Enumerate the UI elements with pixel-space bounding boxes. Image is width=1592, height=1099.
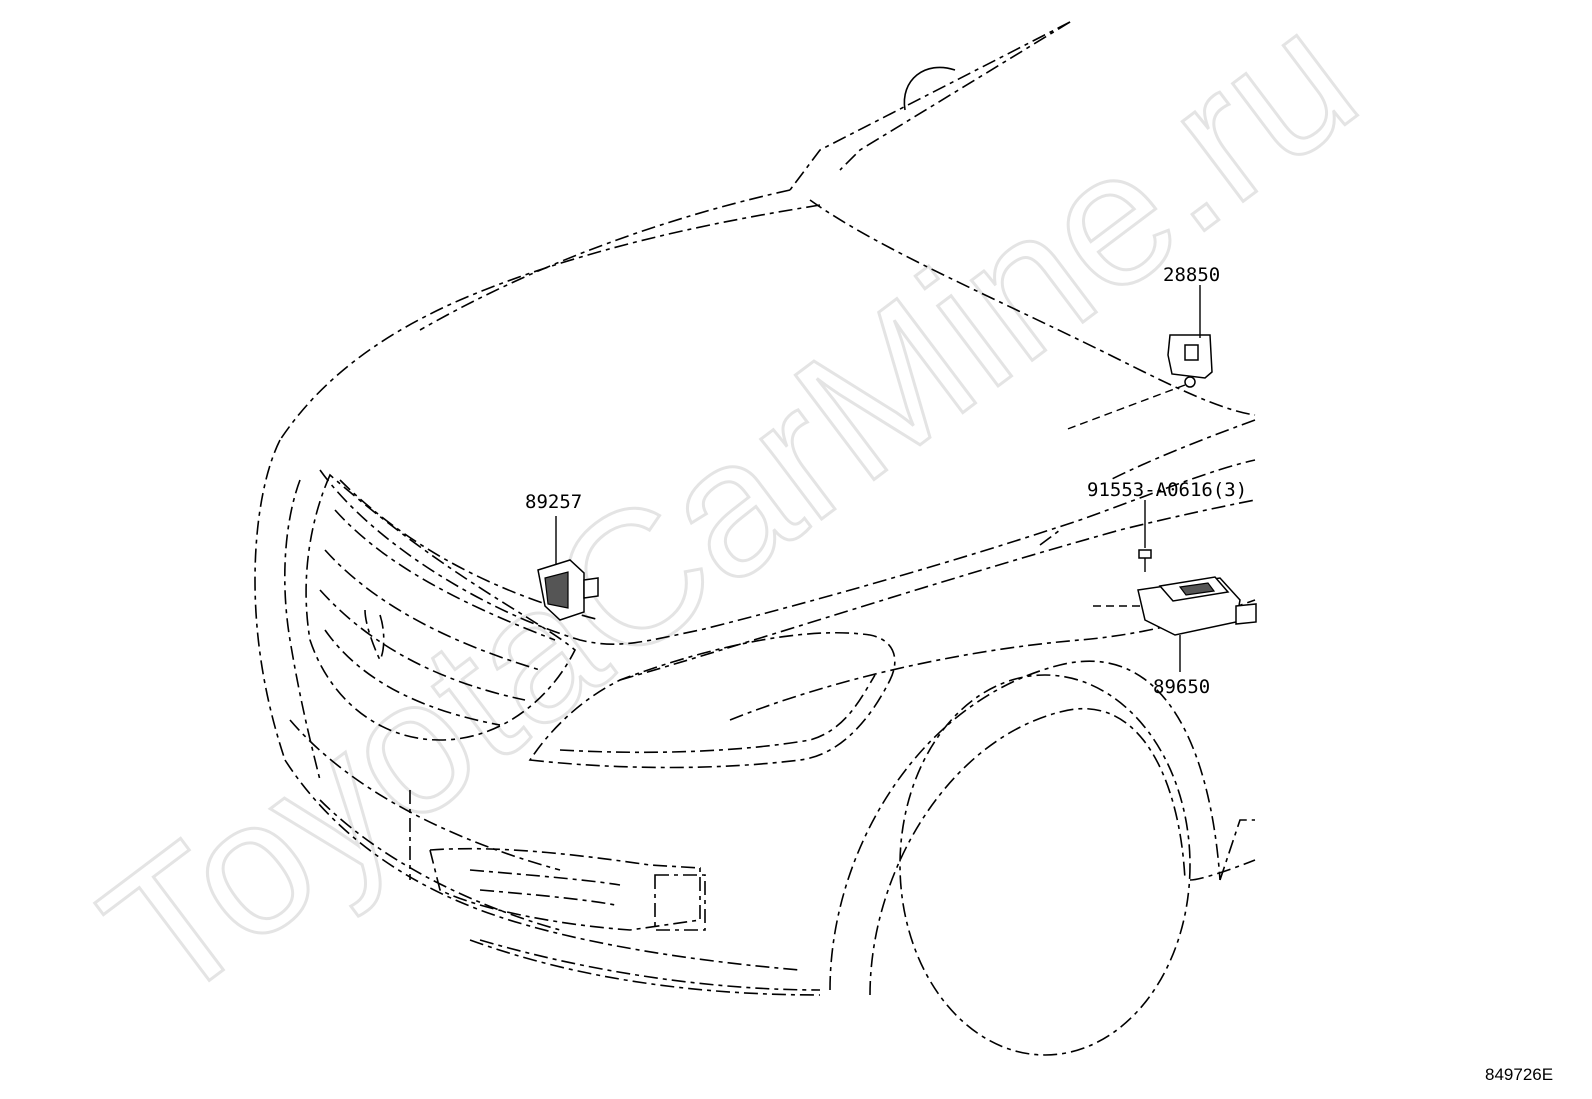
side-mirror-line <box>1039 529 1061 546</box>
mirror-bump <box>903 66 956 111</box>
fender-line <box>619 499 1256 681</box>
grille-emblem <box>364 609 385 661</box>
part-89650-connector <box>1235 603 1257 625</box>
wheel-arch-outer <box>829 660 1221 991</box>
callout-91553: 91553-A0616(3) <box>1087 479 1247 501</box>
part-91553-bolt[interactable]: 91553-A0616(3) <box>1087 479 1247 572</box>
watermark-text: ToyotaCarMine.ru <box>67 0 1392 1043</box>
part-28850-phantom <box>1064 384 1186 431</box>
fog-lamp-slot-2 <box>479 889 616 906</box>
fog-lamp-slot-1 <box>469 869 621 886</box>
tire <box>899 674 1191 1056</box>
hood-front-edge <box>319 459 1256 645</box>
part-89650[interactable]: 89650 <box>1090 576 1257 698</box>
a-pillar <box>839 21 1071 171</box>
part-89650-label <box>1178 582 1216 596</box>
fender-lip <box>1109 419 1256 481</box>
side-panel-line <box>1189 859 1256 881</box>
bumper-top <box>284 759 801 971</box>
callout-28850: 28850 <box>1163 264 1220 286</box>
callout-89257: 89257 <box>525 491 582 513</box>
fog-lamp-bezel <box>428 847 701 931</box>
bumper-lower <box>319 799 561 931</box>
part-89257[interactable]: 89257 <box>525 491 599 621</box>
cowl-line <box>419 189 791 331</box>
windshield-edge <box>789 21 1071 191</box>
figure-id: 849726E <box>1485 1065 1553 1084</box>
fender-rear-cut <box>1219 819 1255 881</box>
headlight-inner <box>559 674 876 754</box>
grille-bar-3 <box>319 589 526 701</box>
grille-outer <box>305 473 576 741</box>
callout-89650: 89650 <box>1153 676 1210 698</box>
part-89257-connector <box>583 577 599 599</box>
bumper-corner <box>289 719 561 871</box>
headlight-outline <box>528 632 896 769</box>
grille-bar-4 <box>324 629 501 726</box>
hood-center-line <box>809 199 1256 416</box>
fender-upper <box>729 599 1256 721</box>
wheel-arch-inner <box>869 707 1186 996</box>
part-28850[interactable]: 28850 <box>1064 264 1220 431</box>
lower-bumper-edge <box>469 939 821 996</box>
bolt-head <box>1138 549 1152 559</box>
front-left-edge <box>254 439 286 761</box>
grille-bar-1 <box>334 509 556 641</box>
fog-lamp-lens <box>654 874 706 931</box>
bumper-bottom <box>479 939 821 991</box>
part-28850-pin <box>1184 376 1196 388</box>
part-89257-fins <box>544 571 569 609</box>
watermark: ToyotaCarMine.ru <box>66 0 1394 1044</box>
part-28850-tab <box>1184 344 1199 361</box>
